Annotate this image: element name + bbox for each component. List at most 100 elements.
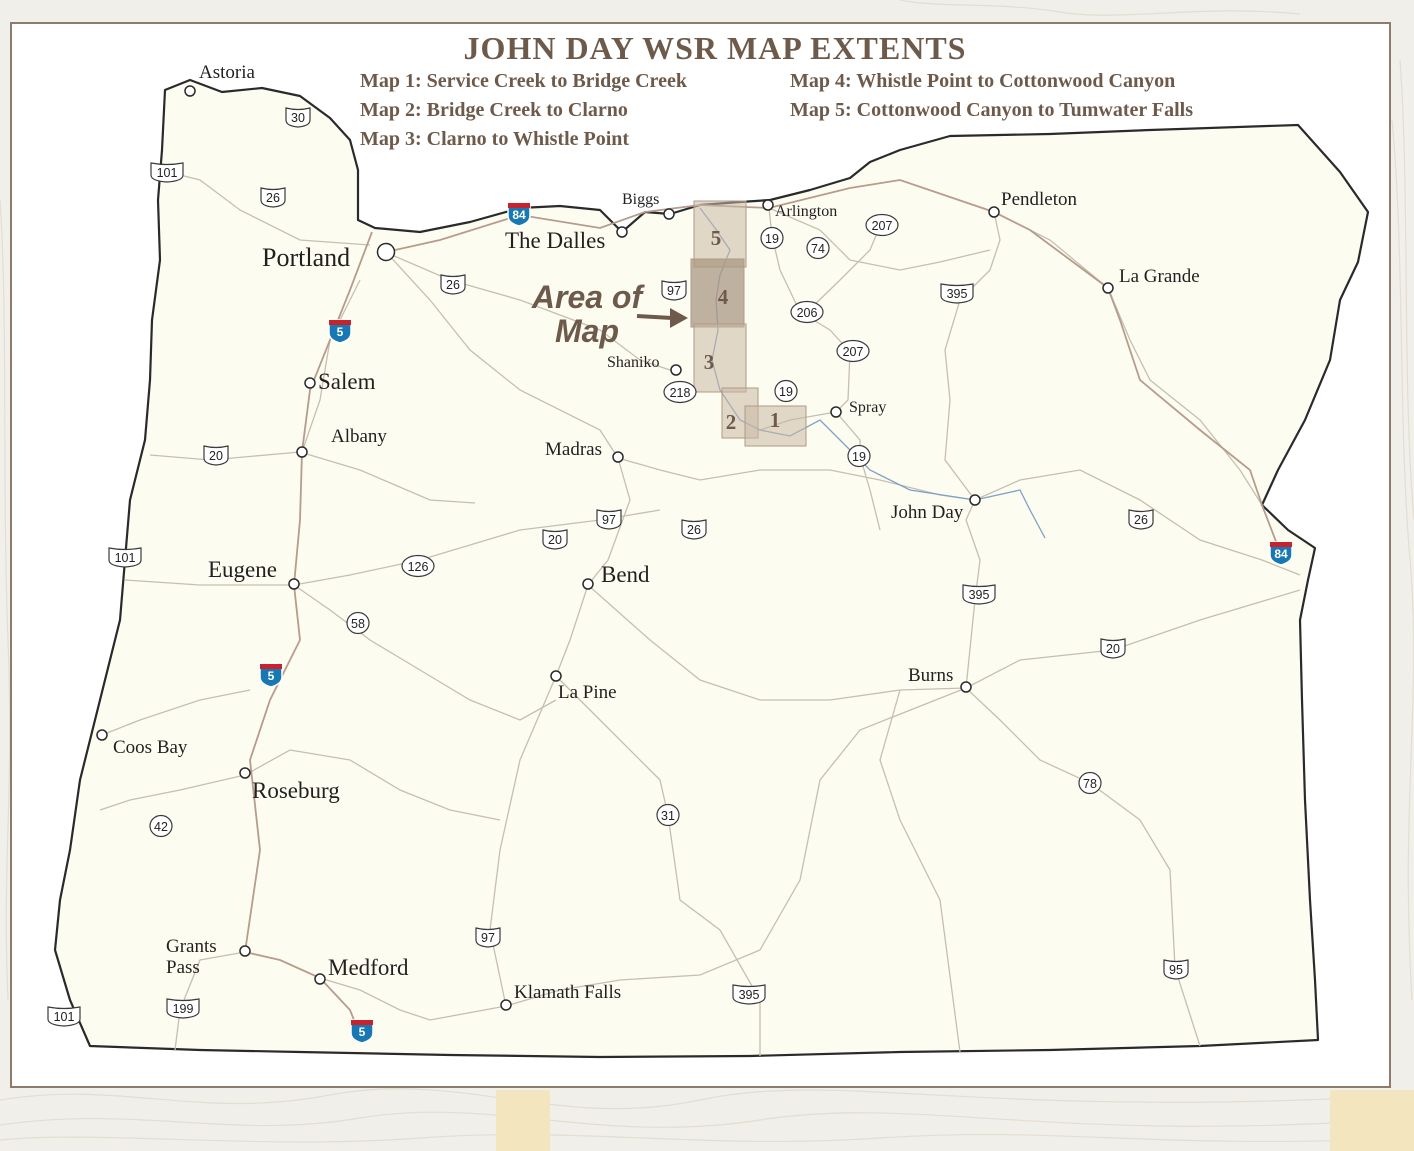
city-label-grants-pass-line1: Grants bbox=[166, 936, 217, 957]
route-shield-or31: 31 bbox=[656, 803, 680, 827]
city-dot-roseburg bbox=[239, 767, 251, 779]
city-markers bbox=[96, 85, 1114, 1011]
extent-number-4: 4 bbox=[718, 285, 729, 309]
route-shield-label: 101 bbox=[157, 166, 178, 180]
route-shield-i84a: 84 bbox=[507, 202, 531, 227]
route-shield-us101c: 101 bbox=[47, 1006, 81, 1027]
route-shield-us97b: 97 bbox=[596, 509, 622, 530]
city-dot-albany bbox=[296, 446, 308, 458]
route-shield-or126: 126 bbox=[401, 554, 435, 578]
route-shield-label: 207 bbox=[843, 345, 864, 359]
city-label-coos-bay: Coos Bay bbox=[113, 737, 188, 758]
city-label-la-grande: La Grande bbox=[1119, 266, 1200, 287]
route-shield-label: 19 bbox=[852, 450, 866, 464]
city-label-madras: Madras bbox=[545, 439, 602, 460]
extent-number-3: 3 bbox=[704, 350, 715, 374]
route-shield-label: 5 bbox=[268, 669, 275, 683]
route-shield-label: 395 bbox=[739, 988, 760, 1002]
city-label-klamath-falls: Klamath Falls bbox=[514, 982, 622, 1003]
extent-number-1: 1 bbox=[770, 408, 781, 432]
route-shield-label: 101 bbox=[54, 1010, 75, 1024]
extent-4 bbox=[690, 258, 745, 328]
route-shield-i5b: 5 bbox=[259, 663, 283, 688]
city-dot-eugene bbox=[288, 578, 300, 590]
route-shield-label: 395 bbox=[969, 588, 990, 602]
city-dot-biggs bbox=[663, 208, 675, 220]
route-shield-label: 58 bbox=[351, 617, 365, 631]
route-shield-us199: 199 bbox=[166, 998, 200, 1019]
route-shield-label: 20 bbox=[548, 533, 562, 547]
route-shield-or42: 42 bbox=[149, 814, 173, 838]
route-shield-us95: 95 bbox=[1163, 959, 1189, 980]
route-shield-i5a: 5 bbox=[328, 319, 352, 344]
route-shield-us395c: 395 bbox=[732, 984, 766, 1005]
city-dot-spray bbox=[830, 406, 842, 418]
route-shield-label: 78 bbox=[1083, 777, 1097, 791]
route-shield-or78: 78 bbox=[1078, 771, 1102, 795]
city-dot-salem bbox=[304, 377, 316, 389]
route-shield-or19a: 19 bbox=[760, 226, 784, 250]
city-label-eugene: Eugene bbox=[208, 557, 277, 582]
city-label-la-pine: La Pine bbox=[558, 682, 617, 703]
city-label-john-day: John Day bbox=[891, 502, 964, 523]
city-dot-john-day bbox=[969, 494, 981, 506]
topo-accent-patch bbox=[496, 1090, 550, 1151]
route-shield-us395b: 395 bbox=[962, 584, 996, 605]
route-shield-label: 97 bbox=[602, 513, 616, 527]
route-shield-us26b: 26 bbox=[440, 274, 466, 295]
route-shield-us20b: 20 bbox=[542, 529, 568, 550]
route-shield-label: 26 bbox=[1134, 513, 1148, 527]
city-dot-la-grande bbox=[1102, 282, 1114, 294]
route-shield-label: 95 bbox=[1169, 963, 1183, 977]
route-shield-or207b: 207 bbox=[836, 339, 870, 363]
city-label-the-dalles: The Dalles bbox=[505, 228, 606, 253]
city-dot-astoria bbox=[184, 85, 196, 97]
route-shield-us30: 30 bbox=[285, 107, 311, 128]
route-shield-us97a: 97 bbox=[661, 280, 687, 301]
extent-3 bbox=[693, 323, 747, 393]
route-shield-or206: 206 bbox=[790, 300, 824, 324]
legend-map-2: Map 2: Bridge Creek to Clarno bbox=[360, 99, 628, 121]
city-dot-burns bbox=[960, 681, 972, 693]
city-label-arlington: Arlington bbox=[775, 203, 838, 220]
city-label-spray: Spray bbox=[849, 399, 887, 416]
legend-map-5: Map 5: Cottonwood Canyon to Tumwater Fal… bbox=[790, 99, 1193, 121]
route-shield-label: 207 bbox=[872, 219, 893, 233]
legend-map-1: Map 1: Service Creek to Bridge Creek bbox=[360, 70, 687, 92]
route-shield-us97c: 97 bbox=[475, 927, 501, 948]
route-shield-or218: 218 bbox=[663, 380, 697, 404]
route-shield-label: 26 bbox=[446, 278, 460, 292]
city-label-biggs: Biggs bbox=[622, 191, 660, 208]
city-dot-bend bbox=[582, 578, 594, 590]
route-shield-or74: 74 bbox=[806, 236, 830, 260]
route-shield-label: 97 bbox=[481, 931, 495, 945]
extent-number-2: 2 bbox=[726, 410, 737, 434]
route-shield-us395a: 395 bbox=[940, 283, 974, 304]
city-label-burns: Burns bbox=[908, 665, 954, 686]
route-shield-label: 26 bbox=[687, 523, 701, 537]
route-shield-us26c: 26 bbox=[681, 519, 707, 540]
area-of-map-label: Area of Map bbox=[522, 280, 652, 348]
extent-5 bbox=[693, 200, 747, 268]
route-shield-or19b: 19 bbox=[774, 379, 798, 403]
route-shield-or207a: 207 bbox=[865, 213, 899, 237]
route-shield-label: 19 bbox=[779, 385, 793, 399]
route-shield-label: 5 bbox=[359, 1025, 366, 1039]
map-extents bbox=[690, 200, 807, 447]
route-shield-label: 101 bbox=[115, 551, 136, 565]
route-shield-us101b: 101 bbox=[108, 547, 142, 568]
legend-map-4: Map 4: Whistle Point to Cottonwood Canyo… bbox=[790, 70, 1176, 92]
route-shield-label: 395 bbox=[947, 287, 968, 301]
route-shield-label: 199 bbox=[173, 1002, 194, 1016]
route-shield-label: 20 bbox=[209, 449, 223, 463]
route-shield-us26a: 26 bbox=[260, 187, 286, 208]
city-label-roseburg: Roseburg bbox=[252, 778, 340, 803]
city-dot-arlington bbox=[762, 199, 774, 211]
city-dot-la-pine bbox=[550, 670, 562, 682]
route-shield-label: 206 bbox=[797, 306, 818, 320]
city-dot-medford bbox=[314, 973, 326, 985]
route-shield-i5c: 5 bbox=[350, 1019, 374, 1044]
route-shield-label: 30 bbox=[291, 111, 305, 125]
extent-number-5: 5 bbox=[711, 226, 722, 250]
